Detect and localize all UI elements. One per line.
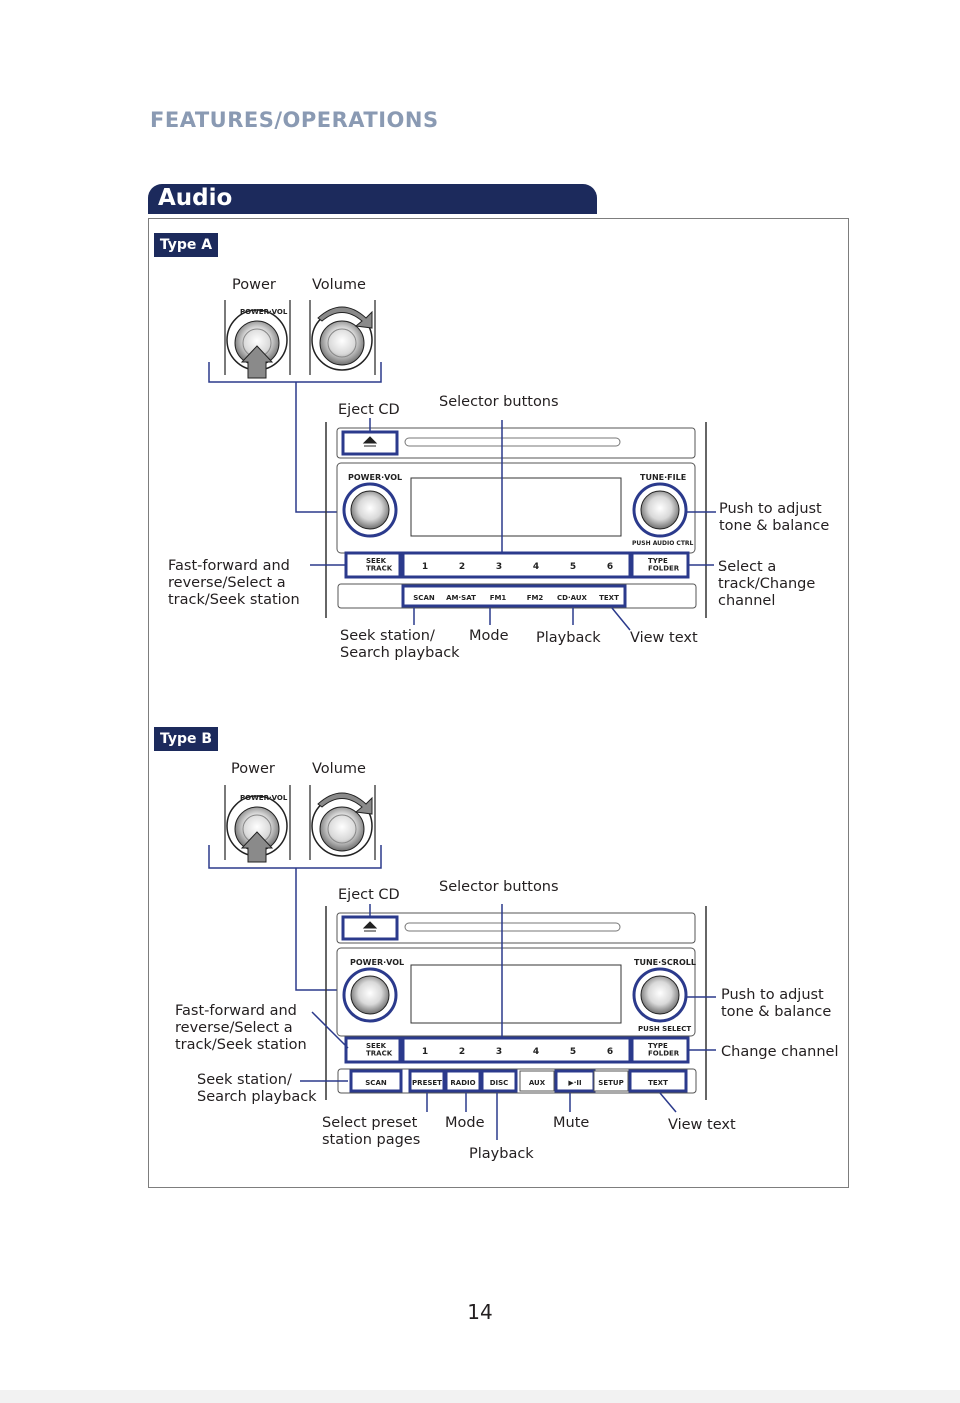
- type-a-seek-station-label: Seek station/ Search playback: [340, 628, 460, 661]
- type-a-button-1: AM·SAT: [446, 594, 476, 602]
- type-b-volume-knob-inset: [309, 785, 376, 860]
- type-a-view-text-label: View text: [630, 630, 698, 646]
- content-frame: [148, 218, 849, 1188]
- type-a-tune-file-text: TUNE·FILE: [640, 473, 686, 482]
- type-b-preset-2: 2: [459, 1047, 465, 1057]
- section-header: FEATURES/OPERATIONS: [150, 108, 439, 132]
- type-a-tag: Type A: [154, 233, 218, 257]
- type-a-preset-5: 5: [570, 562, 576, 572]
- type-a-playback-label: Playback: [536, 630, 601, 646]
- type-b-seek-station-label: Seek station/ Search playback: [197, 1072, 317, 1105]
- type-a-volume-label: Volume: [312, 277, 366, 293]
- type-b-button-6: SETUP: [598, 1079, 623, 1087]
- type-a-button-5: TEXT: [599, 594, 619, 602]
- type-b-diagram: POWER·VOL POWER·VOL TUNE·SCROLL PUSH SEL…: [208, 785, 716, 1140]
- section-tab: [148, 184, 597, 214]
- type-b-button-box-3: [480, 1069, 518, 1093]
- type-a-volume-knob-inset: [309, 300, 376, 375]
- type-a-power-knob-inset: [224, 300, 291, 379]
- type-b-power-vol-text: POWER·VOL: [350, 958, 404, 967]
- type-a-selector-label: Selector buttons: [439, 394, 559, 410]
- type-a-ff-label: Fast-forward and reverse/Select a track/…: [168, 558, 300, 608]
- type-b-button-box-1: [408, 1069, 446, 1093]
- type-b-preset-4: 4: [533, 1047, 539, 1057]
- type-b-volume-label: Volume: [312, 761, 366, 777]
- type-b-preset-3: 3: [496, 1047, 502, 1057]
- type-a-diagram: POWER·VOL POWER·VOL TUNE·FILE PUSH AUDIO…: [208, 300, 716, 631]
- type-b-mode-label: Mode: [445, 1115, 485, 1131]
- type-a-button-3: FM2: [527, 594, 544, 602]
- type-a-preset-3: 3: [496, 562, 502, 572]
- type-b-mute-label: Mute: [553, 1115, 590, 1131]
- type-b-preset-5: 5: [570, 1047, 576, 1057]
- type-b-ff-label: Fast-forward and reverse/Select a track/…: [175, 1003, 307, 1053]
- type-a-head-unit: POWER·VOL TUNE·FILE PUSH AUDIO CTRL SEEK…: [325, 422, 707, 618]
- type-b-push-adjust-label: Push to adjust tone & balance: [721, 987, 832, 1020]
- section-tab-title: Audio: [158, 185, 233, 211]
- type-b-button-box-2: [444, 1069, 482, 1093]
- type-a-preset-2: 2: [459, 562, 465, 572]
- type-b-preset-6: 6: [607, 1047, 613, 1057]
- type-b-selector-label: Selector buttons: [439, 879, 559, 895]
- page-number: 14: [467, 1300, 493, 1324]
- type-a-mode-label: Mode: [469, 628, 509, 644]
- type-a-push-audio-text: PUSH AUDIO CTRL: [632, 540, 694, 547]
- type-b-power-label: Power: [231, 761, 275, 777]
- type-a-inset-power-text: POWER·VOL: [240, 308, 288, 316]
- type-b-button-box-7: [628, 1069, 688, 1093]
- footer-strip: [0, 1390, 960, 1403]
- type-b-change-channel-label: Change channel: [721, 1044, 839, 1060]
- type-b-power-knob-inset: [224, 785, 291, 863]
- type-b-inset-power-text: POWER·VOL: [240, 794, 288, 802]
- type-b-button-box-0: [349, 1069, 403, 1093]
- type-b-button-1: PRESET: [412, 1079, 442, 1087]
- type-b-eject-label: Eject CD: [338, 887, 400, 903]
- type-b-tune-scroll-text: TUNE·SCROLL: [634, 958, 696, 967]
- type-b-select-preset-label: Select preset station pages: [322, 1115, 421, 1148]
- type-b-view-text-label: View text: [668, 1117, 736, 1133]
- type-b-button-4: AUX: [529, 1079, 546, 1087]
- type-b-button-7: TEXT: [648, 1079, 668, 1087]
- type-a-preset-6: 6: [607, 562, 613, 572]
- type-b-button-5: ▶·II: [568, 1079, 581, 1087]
- type-a-push-adjust-label: Push to adjust tone & balance: [719, 501, 830, 534]
- type-a-button-4: CD·AUX: [557, 594, 587, 602]
- type-b-push-select-text: PUSH SELECT: [638, 1025, 691, 1033]
- type-b-tag: Type B: [154, 727, 218, 751]
- type-b-playback-label: Playback: [469, 1146, 534, 1162]
- type-b-button-box-6: [593, 1070, 629, 1092]
- type-b-button-0: SCAN: [365, 1079, 387, 1087]
- type-a-power-label: Power: [232, 277, 276, 293]
- type-a-button-2: FM1: [490, 594, 507, 602]
- type-a-preset-4: 4: [533, 562, 539, 572]
- type-b-button-3: DISC: [490, 1079, 509, 1087]
- type-a-button-0: SCAN: [413, 594, 435, 602]
- type-a-eject-label: Eject CD: [338, 402, 400, 418]
- type-b-button-2: RADIO: [450, 1079, 475, 1087]
- type-b-preset-1: 1: [422, 1047, 428, 1057]
- type-a-select-track-label: Select a track/Change channel: [718, 559, 816, 609]
- type-b-button-box-4: [519, 1070, 555, 1092]
- type-a-preset-1: 1: [422, 562, 428, 572]
- type-a-power-vol-text: POWER·VOL: [348, 473, 402, 482]
